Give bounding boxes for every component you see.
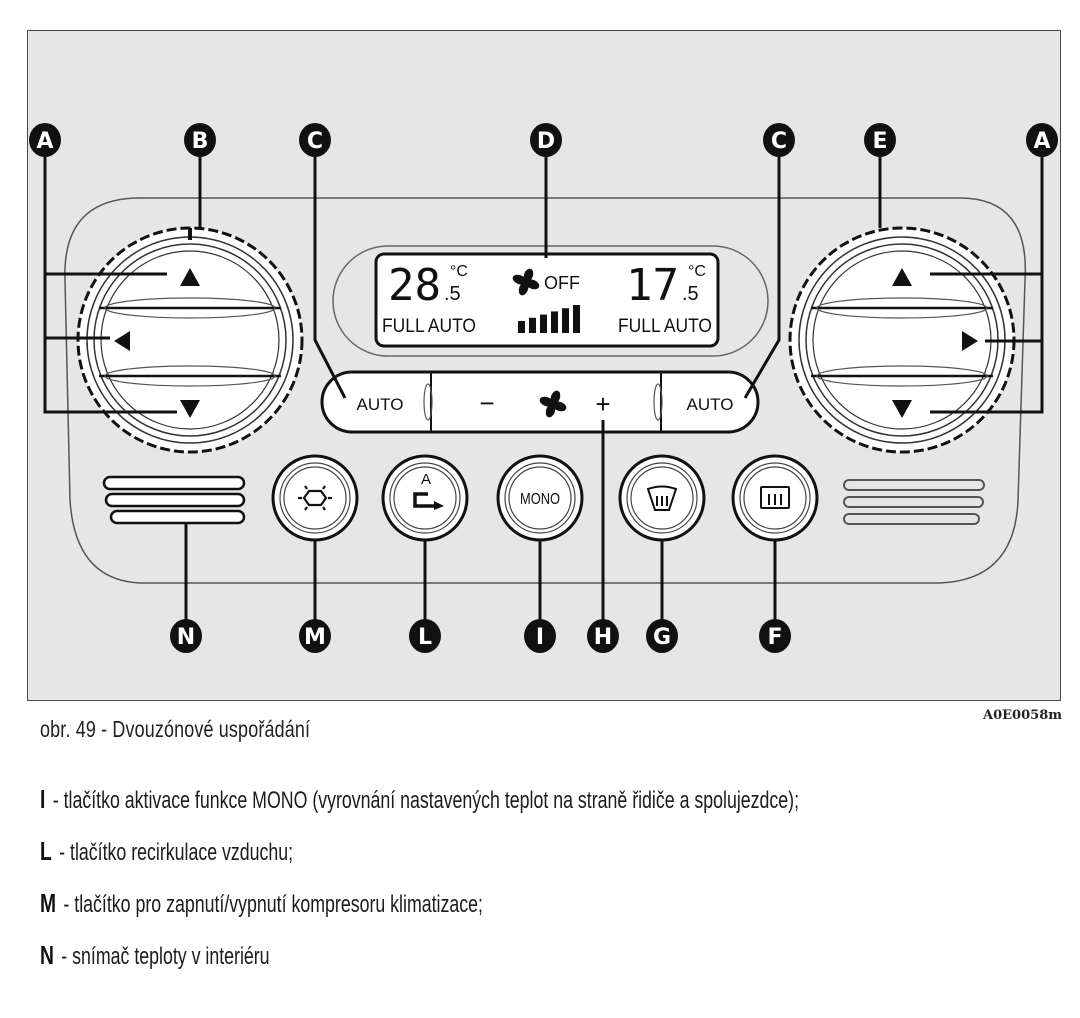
snowflake-icon bbox=[298, 485, 332, 511]
legend-key: I bbox=[40, 784, 46, 814]
auto-fan-control-bar bbox=[320, 370, 760, 434]
callout-label-E: E bbox=[864, 123, 896, 157]
arrow-down-icon bbox=[180, 400, 200, 418]
right-temperature-knob[interactable] bbox=[788, 226, 1016, 454]
right-temp-main: 17 bbox=[626, 260, 679, 311]
legend-key: N bbox=[40, 940, 54, 970]
fan-level-bar bbox=[551, 311, 558, 333]
callout-label-N: N bbox=[170, 619, 202, 653]
callout-letter: M bbox=[304, 625, 326, 650]
callout-label-C: C bbox=[763, 123, 795, 157]
callout-letter: A bbox=[1033, 129, 1050, 154]
callout-label-H: H bbox=[587, 619, 619, 653]
right-temp-decimal: .5 bbox=[682, 283, 699, 305]
legend-text: - tlačítko pro zapnutí/vypnutí kompresor… bbox=[63, 891, 483, 918]
callout-letter: B bbox=[192, 129, 209, 154]
fan-level-bars bbox=[518, 305, 580, 333]
callout-letter: D bbox=[537, 129, 555, 154]
legend-item-N: N - snímač teploty v interiéru bbox=[40, 940, 270, 971]
left-mode: FULL AUTO bbox=[382, 316, 476, 337]
right-vent-grille bbox=[843, 479, 985, 525]
arrow-up-icon bbox=[892, 268, 912, 286]
callout-label-I: I bbox=[524, 619, 556, 653]
figure-caption: obr. 49 - Dvouzónové uspořádání bbox=[40, 716, 311, 742]
arrow-right-icon bbox=[962, 331, 978, 351]
callout-letter: H bbox=[594, 625, 612, 650]
legend-text: - tlačítko aktivace funkce MONO (vyrovná… bbox=[52, 787, 800, 814]
left-temp-unit: °C bbox=[450, 263, 468, 280]
mono-button-label: MONO bbox=[520, 491, 560, 508]
compressor-button[interactable] bbox=[271, 454, 359, 542]
left-temperature-knob[interactable] bbox=[76, 226, 304, 454]
windscreen-defrost-button[interactable] bbox=[618, 454, 706, 542]
windscreen-defrost-icon bbox=[646, 485, 678, 511]
figure-code: A0E0058m bbox=[983, 708, 1062, 723]
callout-letter: L bbox=[418, 625, 432, 650]
callout-label-M: M bbox=[299, 619, 331, 653]
callout-label-A: A bbox=[29, 123, 61, 157]
legend-text: - tlačítko recirkulace vzduchu; bbox=[59, 839, 294, 866]
callout-letter: N bbox=[177, 625, 195, 650]
callout-letter: C bbox=[771, 129, 787, 154]
legend-item-L: L - tlačítko recirkulace vzduchu; bbox=[40, 836, 293, 867]
legend-text: - snímač teploty v interiéru bbox=[61, 943, 270, 970]
callout-letter: A bbox=[36, 129, 53, 154]
callout-label-C: C bbox=[299, 123, 331, 157]
rear-window-defrost-button[interactable] bbox=[731, 454, 819, 542]
legend-item-I: I- tlačítko aktivace funkce MONO (vyrovn… bbox=[40, 784, 799, 815]
callout-label-A: A bbox=[1026, 123, 1058, 157]
callout-label-F: F bbox=[759, 619, 791, 653]
legend-key: L bbox=[40, 836, 52, 866]
callout-label-D: D bbox=[530, 123, 562, 157]
left-temp-decimal: .5 bbox=[444, 283, 461, 305]
callout-label-L: L bbox=[409, 619, 441, 653]
climate-control-diagram: AUTO − + AUTO 28 .5 °C FULL AUTO OFF 17 … bbox=[29, 123, 1058, 653]
recirculation-icon bbox=[413, 492, 438, 508]
arrow-down-icon bbox=[892, 400, 912, 418]
display-housing bbox=[332, 245, 769, 357]
callout-label-G: G bbox=[646, 619, 678, 653]
auto-left-button[interactable]: AUTO bbox=[357, 395, 404, 414]
fan-level-bar bbox=[518, 321, 525, 333]
fan-level-bar bbox=[573, 305, 580, 333]
fan-status: OFF bbox=[544, 273, 580, 293]
panel-outline bbox=[64, 197, 1027, 584]
interior-temperature-sensor bbox=[102, 475, 246, 525]
callout-letter: G bbox=[653, 625, 671, 650]
callout-label-B: B bbox=[184, 123, 216, 157]
left-temp-main: 28 bbox=[388, 260, 441, 311]
callout-letter: F bbox=[767, 625, 782, 650]
arrow-up-icon bbox=[180, 268, 200, 286]
fan-level-bar bbox=[562, 308, 569, 333]
callout-letter: C bbox=[307, 129, 323, 154]
recirculation-auto-label: A bbox=[421, 471, 431, 488]
fan-minus-button[interactable]: − bbox=[479, 388, 494, 418]
callout-leader-lines bbox=[43, 153, 1044, 625]
callout-letter: E bbox=[872, 129, 887, 154]
fan-level-bar bbox=[540, 314, 547, 333]
legend-key: M bbox=[40, 888, 57, 918]
recirculation-button[interactable] bbox=[381, 454, 469, 542]
auto-right-button[interactable]: AUTO bbox=[687, 395, 734, 414]
fan-level-bar bbox=[529, 317, 536, 333]
right-mode: FULL AUTO bbox=[618, 316, 712, 337]
fan-plus-button[interactable]: + bbox=[595, 389, 610, 419]
legend-item-M: M- tlačítko pro zapnutí/vypnutí kompreso… bbox=[40, 888, 483, 919]
arrow-left-icon bbox=[114, 331, 130, 351]
rear-window-defrost-icon bbox=[760, 486, 790, 509]
right-temp-unit: °C bbox=[688, 263, 706, 280]
callout-letter: I bbox=[536, 625, 544, 650]
